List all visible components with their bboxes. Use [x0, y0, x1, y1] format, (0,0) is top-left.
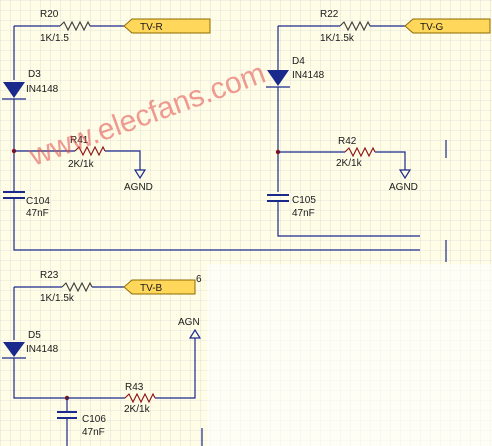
- port-tv-g-label: TV-G: [420, 22, 444, 33]
- wire: [13, 198, 420, 251]
- ground-label: AGND: [389, 182, 418, 193]
- port-tv-r-symbol[interactable]: [123, 18, 211, 34]
- resistor-r41-ref: R41: [70, 135, 89, 146]
- ground-label: AGN: [178, 317, 200, 328]
- wire: [375, 151, 406, 170]
- port-tv-b-symbol[interactable]: [123, 279, 196, 295]
- diode-d4-symbol[interactable]: [267, 70, 289, 86]
- resistor-r42-ref: R42: [338, 136, 357, 147]
- diode-d5-symbol[interactable]: [3, 342, 25, 357]
- section-tv-b: TV-B 6 R23 1K/1.5k D5 IN4148 R43 2K/1k A…: [2, 270, 203, 446]
- resistor-r43-symbol[interactable]: [124, 392, 156, 404]
- pin-mark: 6: [196, 274, 202, 285]
- wire: [13, 358, 67, 399]
- ground-symbol: [188, 328, 202, 339]
- port-tv-r-label: TV-R: [140, 22, 163, 33]
- diode-d3-symbol[interactable]: [3, 82, 25, 98]
- capacitor-c105-value: 47nF: [292, 208, 315, 219]
- capacitor-c104-value: 47nF: [26, 208, 49, 219]
- diode-d5-part: IN4148: [26, 344, 59, 355]
- capacitor-c106-value: 47nF: [82, 427, 105, 438]
- diode-d3-ref: D3: [28, 69, 41, 80]
- resistor-r43-value: 2K/1k: [124, 404, 151, 415]
- resistor-r42-value: 2K/1k: [336, 158, 363, 169]
- resistor-r22-value: 1K/1.5k: [320, 33, 355, 44]
- port-tv-g-symbol[interactable]: [404, 18, 491, 34]
- resistor-r42-symbol[interactable]: [344, 146, 376, 158]
- diode-d5-ref: D5: [28, 330, 41, 341]
- wire: [155, 338, 196, 399]
- port-tv-b-label: TV-B: [140, 283, 163, 294]
- diode-d4-ref: D4: [292, 56, 305, 67]
- resistor-r43-ref: R43: [125, 382, 144, 393]
- resistor-r23-ref: R23: [40, 270, 59, 281]
- section-tv-r: TV-R R20 1K/1.5 D3 IN4148 R41 2K/1k AGND…: [2, 9, 420, 251]
- resistor-r23-value: 1K/1.5k: [40, 293, 75, 304]
- ground-symbol: [133, 169, 147, 180]
- wire: [105, 150, 141, 170]
- capacitor-c106-ref: C106: [82, 414, 106, 425]
- resistor-r20-ref: R20: [40, 9, 59, 20]
- ground-label: AGND: [124, 182, 153, 193]
- resistor-r41-symbol[interactable]: [74, 145, 106, 157]
- resistor-r20-value: 1K/1.5: [40, 33, 69, 44]
- resistor-r20-symbol[interactable]: [59, 20, 91, 32]
- capacitor-c104-ref: C104: [26, 196, 50, 207]
- resistor-r22-ref: R22: [320, 9, 339, 20]
- section-tv-g: TV-G R22 1K/1.5k D4 IN4148 R42 2K/1k AGN…: [266, 9, 491, 262]
- resistor-r41-value: 2K/1k: [68, 159, 95, 170]
- resistor-r22-symbol[interactable]: [339, 20, 371, 32]
- resistor-r23-symbol[interactable]: [61, 281, 93, 293]
- wire: [277, 201, 420, 237]
- diode-d4-part: IN4148: [292, 70, 325, 81]
- diode-d3-part: IN4148: [26, 84, 59, 95]
- capacitor-c105-ref: C105: [292, 195, 316, 206]
- blank-area: [207, 264, 492, 446]
- ground-symbol: [398, 169, 412, 180]
